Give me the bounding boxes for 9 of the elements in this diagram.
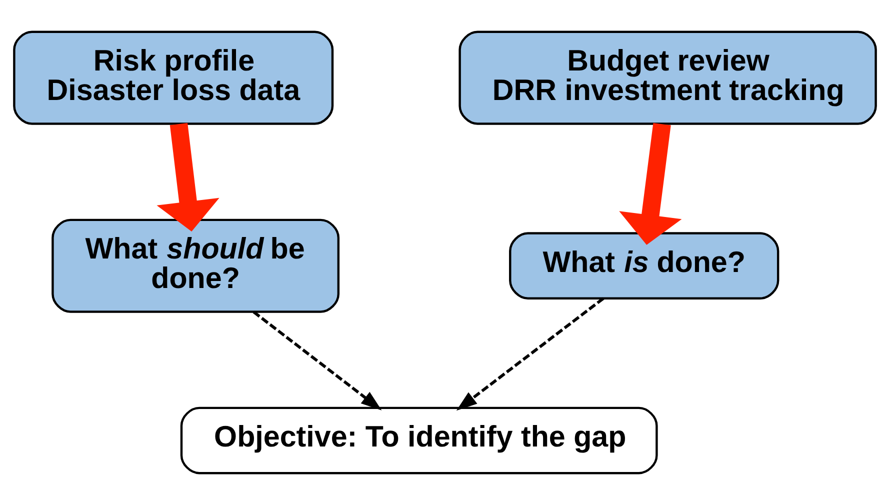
- arrow: [252, 310, 382, 410]
- arrow: [619, 122, 682, 244]
- node-box: What is done?: [509, 232, 780, 299]
- node-box: What should be done?: [52, 218, 340, 312]
- arrow: [156, 122, 220, 231]
- node-box: Objective: To identify the gap: [180, 406, 658, 474]
- node-box: Risk profile Disaster loss data: [13, 30, 334, 124]
- arrow: [456, 296, 604, 410]
- node-box: Budget review DRR investment tracking: [458, 30, 877, 124]
